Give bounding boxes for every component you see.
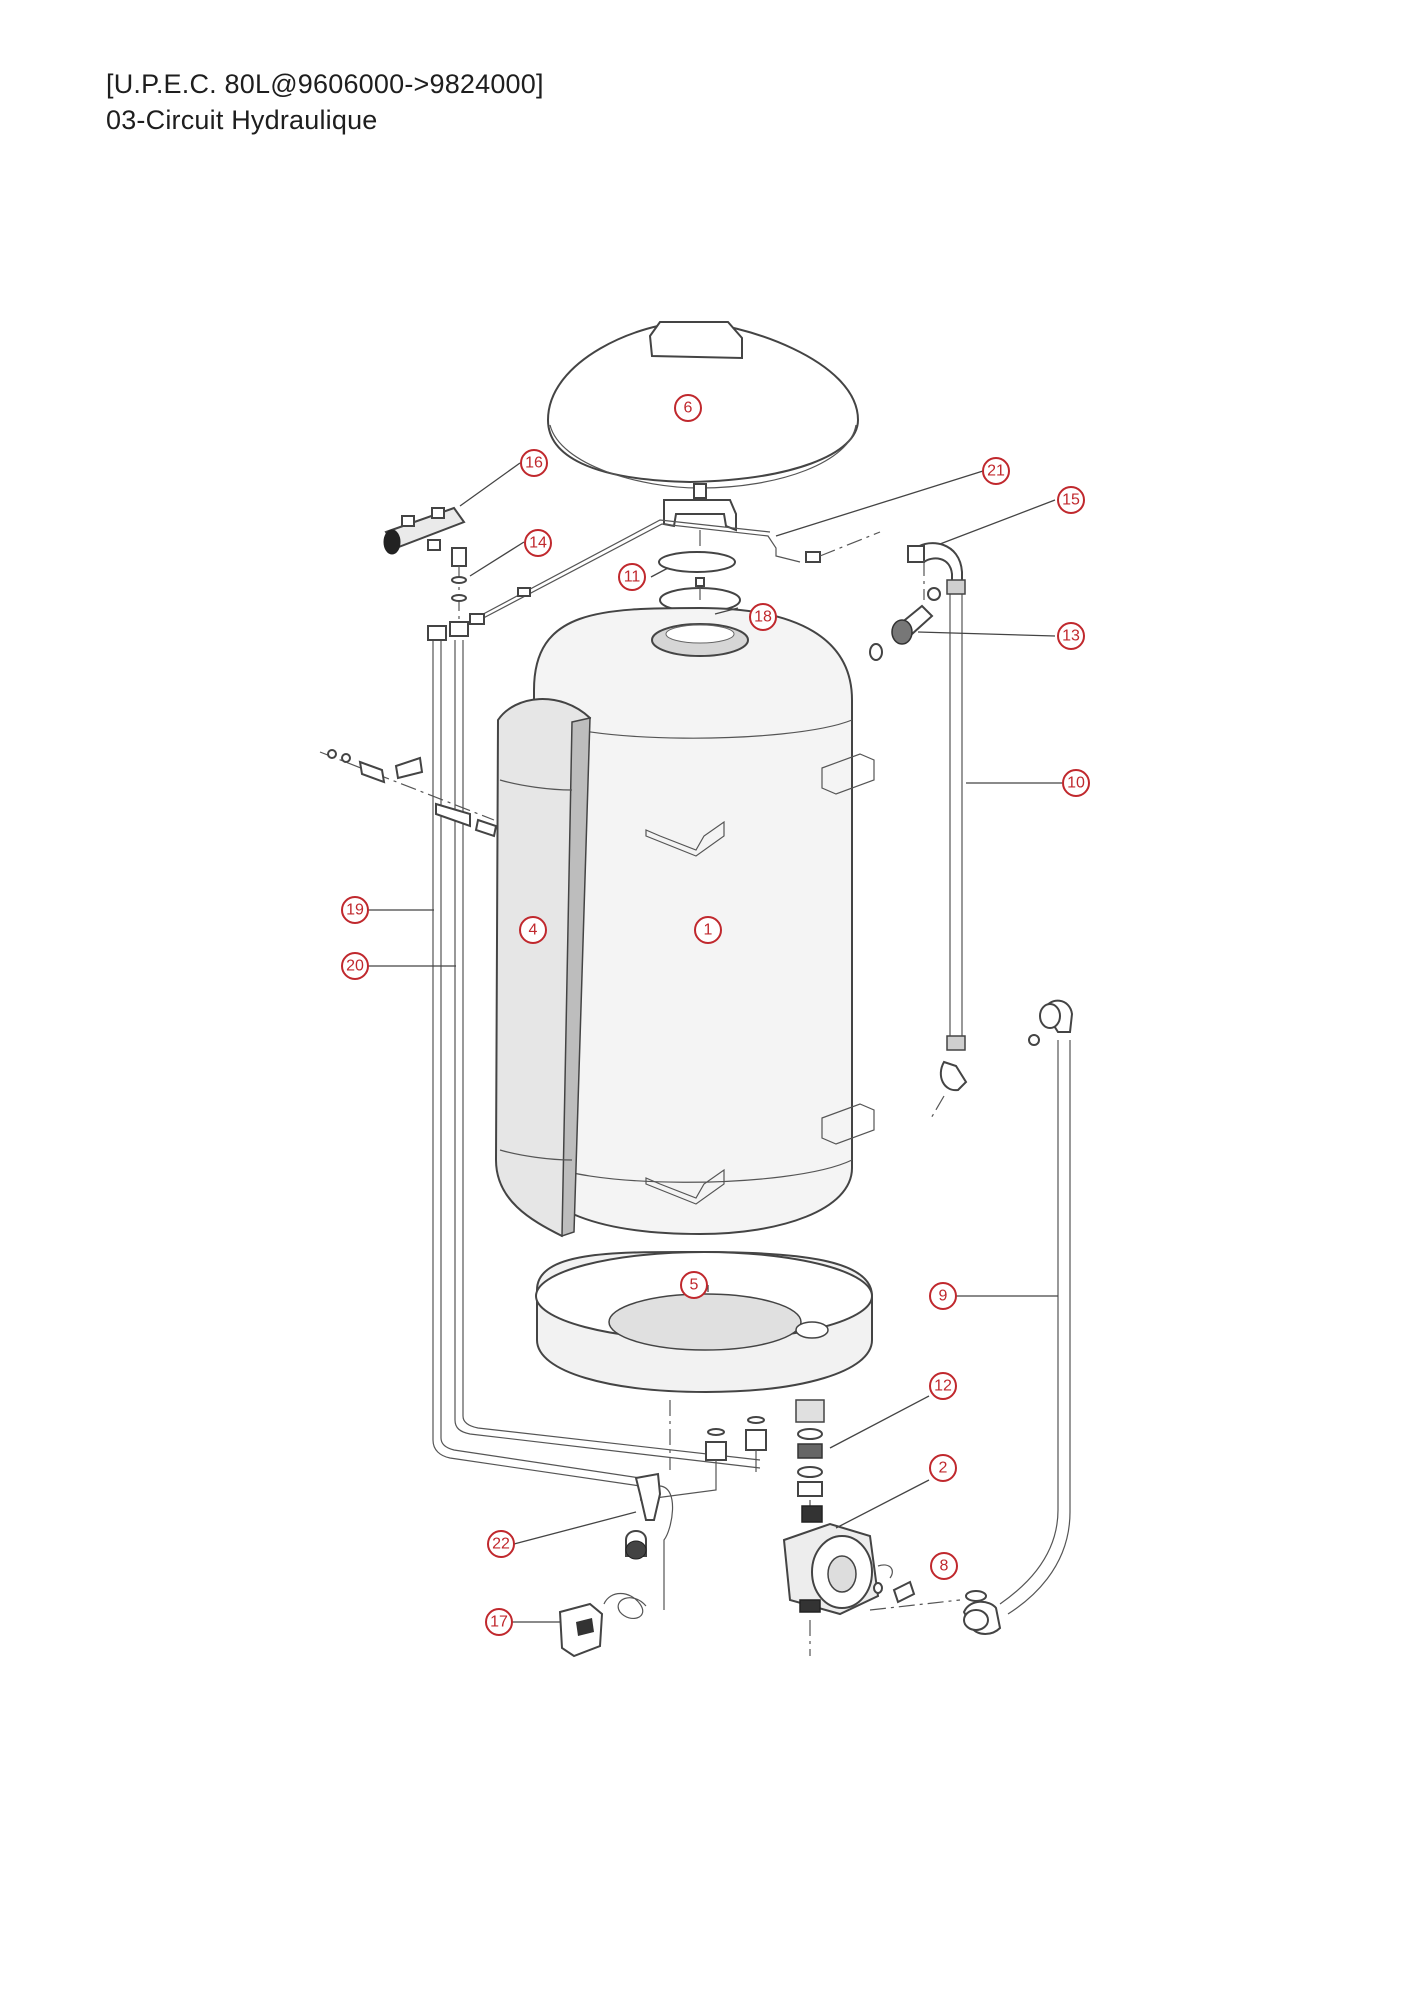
gasket-flange: [658, 551, 741, 630]
callout-21: 21: [982, 457, 1010, 485]
svg-text:17: 17: [490, 1614, 508, 1631]
manifold: [383, 506, 467, 620]
pump: [782, 1505, 961, 1656]
callout-13: 13: [1057, 622, 1085, 650]
callout-10: 10: [1062, 769, 1090, 797]
svg-text:22: 22: [492, 1536, 510, 1553]
callout-22: 22: [487, 1530, 515, 1558]
svg-text:21: 21: [987, 463, 1005, 480]
svg-text:19: 19: [346, 902, 364, 919]
callout-9: 9: [929, 1282, 957, 1310]
callout-19: 19: [341, 896, 369, 924]
svg-text:14: 14: [529, 535, 547, 552]
left-pipes: [427, 621, 761, 1487]
svg-text:6: 6: [684, 400, 693, 417]
svg-text:9: 9: [939, 1288, 948, 1305]
bottom-fittings: [639, 1416, 767, 1501]
callout-4: 4: [519, 916, 547, 944]
svg-text:20: 20: [346, 958, 364, 975]
insulation: [494, 698, 592, 1238]
svg-text:13: 13: [1062, 628, 1080, 645]
callout-14: 14: [524, 529, 552, 557]
svg-text:11: 11: [624, 569, 641, 586]
header: [U.P.E.C. 80L@9606000->9824000] 03-Circu…: [106, 66, 544, 138]
svg-text:18: 18: [754, 609, 772, 626]
fitting: [795, 1399, 825, 1520]
callout-18: 18: [749, 603, 777, 631]
left-bracket: [319, 749, 498, 838]
callout-1: 1: [694, 916, 722, 944]
svg-text:10: 10: [1067, 775, 1085, 792]
tank: [533, 606, 875, 1236]
callout-8: 8: [930, 1552, 958, 1580]
callout-16: 16: [520, 449, 548, 477]
svg-text:1: 1: [704, 922, 713, 939]
callout-11: 11: [618, 563, 646, 591]
callout-20: 20: [341, 952, 369, 980]
svg-text:15: 15: [1062, 492, 1080, 509]
callout-15: 15: [1057, 486, 1085, 514]
top-bracket: [663, 483, 737, 560]
right-hose: [869, 542, 968, 1121]
callout-17: 17: [485, 1608, 513, 1636]
lid: [546, 320, 860, 489]
svg-text:5: 5: [690, 1277, 699, 1294]
svg-text:2: 2: [939, 1460, 948, 1477]
probe-thermostat: [558, 1472, 674, 1658]
document-subtitle: 03-Circuit Hydraulique: [106, 105, 378, 135]
callout-2: 2: [929, 1454, 957, 1482]
document-title: [U.P.E.C. 80L@9606000->9824000]: [106, 69, 544, 99]
svg-text:4: 4: [529, 922, 538, 939]
leader-lines: [368, 462, 1062, 1623]
base: [535, 1250, 873, 1470]
svg-text:12: 12: [934, 1378, 952, 1395]
svg-text:8: 8: [940, 1558, 949, 1575]
callout-12: 12: [929, 1372, 957, 1400]
sensor-tube: [469, 519, 881, 625]
callout-6: 6: [674, 394, 702, 422]
long-hose: [962, 999, 1074, 1635]
callout-5: 5: [680, 1271, 708, 1299]
svg-text:16: 16: [525, 455, 543, 472]
